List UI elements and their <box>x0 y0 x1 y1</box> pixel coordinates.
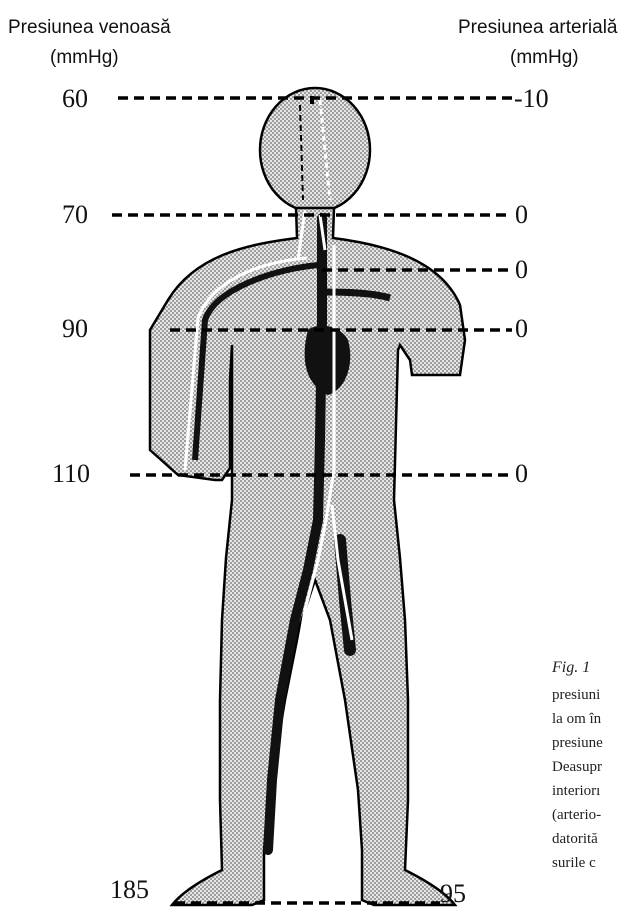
venous-pressure-unit: (mmHg) <box>50 48 119 67</box>
arterial-value-2: 0 <box>515 202 528 228</box>
arterial-value-5: 0 <box>515 461 528 487</box>
figure-caption-line: la om în <box>552 712 601 727</box>
arterial-pressure-unit: (mmHg) <box>510 48 579 67</box>
figure-caption-line: datorită <box>552 832 598 847</box>
arterial-value-4: 0 <box>515 316 528 342</box>
figure-caption-line: interiorı <box>552 784 600 799</box>
figure-caption-label: Fig. 1 <box>552 660 590 676</box>
arterial-value-1: -10 <box>514 86 549 112</box>
venous-value-2: 70 <box>62 202 88 228</box>
arterial-pressure-title: Presiunea arterială <box>458 18 617 37</box>
figure-caption-line: Deasupr <box>552 760 602 775</box>
arterial-value-6: 95 <box>440 881 466 907</box>
venous-value-4: 90 <box>62 316 88 342</box>
venous-value-1: 60 <box>62 86 88 112</box>
venous-value-6: 185 <box>110 877 149 903</box>
figure-caption-line: presiuni <box>552 688 600 703</box>
figure-caption-line: presiune <box>552 736 603 751</box>
body-silhouette <box>150 88 465 905</box>
figure-caption-line: surile c <box>552 856 596 871</box>
arterial-value-3: 0 <box>515 257 528 283</box>
figure-caption-line: (arterio- <box>552 808 601 823</box>
venous-pressure-title: Presiunea venoasă <box>8 18 171 37</box>
venous-value-5: 110 <box>52 461 90 487</box>
head <box>260 88 370 212</box>
